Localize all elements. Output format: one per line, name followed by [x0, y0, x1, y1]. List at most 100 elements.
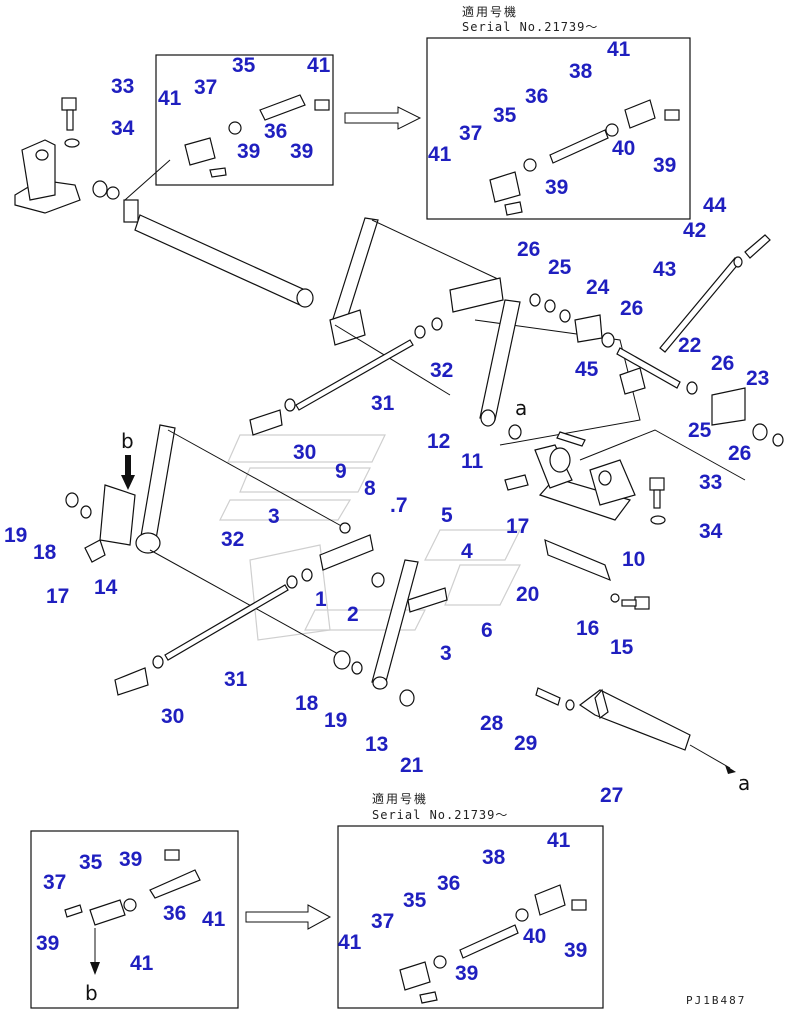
callout-39: 39 — [290, 140, 313, 163]
callout-30: 30 — [161, 705, 184, 728]
callout-9: 9 — [335, 460, 347, 483]
detail-box-1 — [155, 54, 334, 186]
callout-41: 41 — [547, 829, 571, 852]
callout-7: .7 — [390, 494, 408, 517]
ref-letter-a-1: a — [515, 396, 527, 420]
callout-40: 40 — [523, 925, 546, 948]
detail-box-3 — [30, 830, 239, 1009]
callout-36: 36 — [437, 872, 460, 895]
callout-22: 22 — [678, 334, 701, 357]
callout-19: 19 — [4, 524, 27, 547]
callout-30: 30 — [293, 441, 316, 464]
callout-17: 17 — [46, 585, 69, 608]
callout-41: 41 — [158, 87, 182, 110]
callout-25: 25 — [548, 256, 572, 279]
callout-39: 39 — [545, 176, 568, 199]
box4-title-jp: 適用号機 — [372, 791, 428, 806]
box2-serial: Serial No.21739～ — [462, 20, 598, 34]
callout-26: 26 — [711, 352, 734, 375]
callout-41: 41 — [202, 908, 226, 931]
callout-35: 35 — [403, 889, 427, 912]
callout-39: 39 — [237, 140, 260, 163]
callout-33: 33 — [699, 471, 722, 494]
linkage-rod-43 — [659, 234, 771, 353]
callout-38: 38 — [482, 846, 506, 869]
upper-lever — [329, 217, 504, 396]
callout-18: 18 — [295, 692, 319, 715]
ref-letter-b-1: b — [121, 429, 134, 453]
callout-34: 34 — [111, 117, 135, 140]
callout-36: 36 — [163, 902, 186, 925]
callout-20: 20 — [516, 583, 539, 606]
detail-box-2 — [426, 37, 691, 220]
callout-25: 25 — [688, 419, 712, 442]
bracket-assembly-top-left — [14, 97, 314, 308]
background-watermark — [219, 434, 521, 641]
box4-parts — [399, 884, 587, 1004]
callout-33: 33 — [111, 75, 134, 98]
arrow-bottom — [245, 904, 332, 930]
callout-24: 24 — [586, 276, 610, 299]
callout-39: 39 — [653, 154, 676, 177]
callout-31: 31 — [224, 668, 248, 691]
callout-42: 42 — [683, 219, 706, 242]
ref-letter-a-2: a — [738, 771, 750, 795]
callout-17: 17 — [506, 515, 529, 538]
callout-16: 16 — [576, 617, 599, 640]
callout-26: 26 — [620, 297, 643, 320]
callout-10: 10 — [622, 548, 645, 571]
callout-41: 41 — [607, 38, 631, 61]
callout-41: 41 — [428, 143, 452, 166]
callout-41: 41 — [338, 931, 362, 954]
callout-41: 41 — [130, 952, 154, 975]
callout-2: 2 — [347, 603, 359, 626]
callout-3: 3 — [440, 642, 452, 665]
callout-11: 11 — [461, 450, 484, 473]
callout-26: 26 — [728, 442, 751, 465]
rod-31-lower — [114, 568, 313, 696]
callout-44: 44 — [703, 194, 727, 217]
bolt-15 — [610, 593, 650, 610]
callout-1: 1 — [315, 588, 327, 611]
callout-3: 3 — [268, 505, 280, 528]
callout-34: 34 — [699, 520, 723, 543]
pivot-bracket-10 — [534, 429, 746, 582]
callout-36: 36 — [264, 120, 287, 143]
drawing-code: PJ1B487 — [686, 994, 746, 1007]
callout-5: 5 — [441, 504, 453, 527]
ref-arrow-b — [121, 455, 135, 490]
box4-serial: Serial No.21739～ — [372, 808, 508, 822]
callout-39: 39 — [36, 932, 59, 955]
callout-43: 43 — [653, 258, 676, 281]
arrow-top — [344, 106, 422, 130]
callout-37: 37 — [371, 910, 394, 933]
part-23-bracket — [711, 387, 784, 447]
box2-parts — [489, 99, 680, 216]
callout-23: 23 — [746, 367, 769, 390]
box1-parts — [184, 94, 330, 178]
callout-14: 14 — [94, 576, 118, 599]
center-clevis-parts — [319, 424, 586, 707]
callout-40: 40 — [612, 137, 635, 160]
right-lever-assembly — [474, 293, 698, 446]
callout-32: 32 — [430, 359, 453, 382]
ref-letter-b-2: b — [85, 981, 98, 1005]
callout-19: 19 — [324, 709, 347, 732]
callout-6: 6 — [481, 619, 493, 642]
callout-35: 35 — [493, 104, 517, 127]
callout-27: 27 — [600, 784, 623, 807]
callout-39: 39 — [564, 939, 587, 962]
callout-13: 13 — [365, 733, 388, 756]
rod-31-upper — [249, 317, 443, 436]
callout-18: 18 — [33, 541, 57, 564]
callout-32: 32 — [221, 528, 244, 551]
callout-37: 37 — [194, 76, 217, 99]
left-lever-14 — [65, 424, 346, 656]
callout-39: 39 — [119, 848, 142, 871]
pedal-27 — [535, 687, 736, 774]
callout-35: 35 — [232, 54, 256, 77]
callout-45: 45 — [575, 358, 599, 381]
callout-26: 26 — [517, 238, 540, 261]
